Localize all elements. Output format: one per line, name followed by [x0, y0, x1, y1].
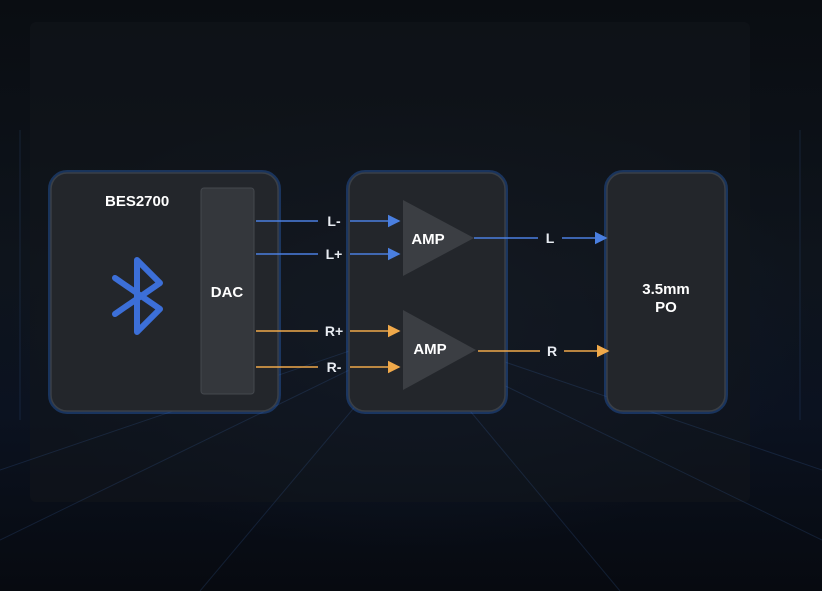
output-label-line1: 3.5mm: [642, 281, 690, 298]
bluetooth-icon: [112, 257, 163, 335]
signal-l-minus: L-: [327, 213, 341, 229]
signal-r-minus: R-: [327, 359, 342, 375]
soc-block: BES2700 DAC: [48, 170, 281, 414]
amp-to-output-lines: L R: [474, 230, 610, 359]
amp-top-label: AMP: [411, 231, 444, 248]
dac-to-amp-lines: L- L+ R+ R-: [256, 213, 401, 375]
signal-l-out: L: [546, 230, 555, 246]
amp-block: AMP AMP: [346, 170, 508, 414]
amp-bottom-label: AMP: [413, 341, 446, 358]
signal-l-plus: L+: [326, 246, 343, 262]
dac-block: [200, 187, 255, 395]
signal-r-plus: R+: [325, 323, 343, 339]
dac-label: DAC: [211, 284, 244, 301]
amp-top-triangle: [403, 200, 474, 276]
output-label-line2: PO: [655, 299, 677, 316]
output-block: 3.5mm PO: [604, 170, 728, 414]
signal-r-out: R: [547, 343, 557, 359]
soc-label: BES2700: [105, 193, 169, 210]
amp-bottom-triangle: [403, 310, 476, 390]
